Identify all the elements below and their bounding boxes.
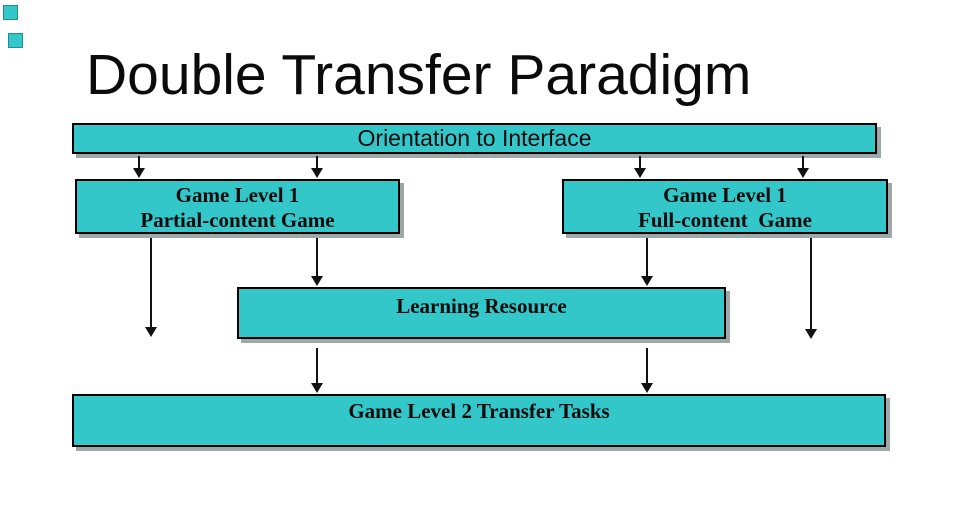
arrow-shaft	[316, 156, 318, 170]
arrow-head-icon	[641, 383, 653, 393]
flow-arrow-learning-to-transfer-left	[310, 348, 324, 393]
arrow-head-icon	[641, 276, 653, 286]
flow-arrow-partial-to-learning	[310, 238, 324, 286]
arrow-head-icon	[311, 276, 323, 286]
flow-arrow-full-outer-long	[804, 238, 818, 339]
decor-square-bottom-icon	[8, 33, 23, 48]
arrow-shaft	[639, 156, 641, 170]
flow-arrow-partial-outer-long	[144, 238, 158, 337]
box-game-level1-full: Game Level 1 Full-content Game	[562, 179, 888, 234]
arrow-head-icon	[145, 327, 157, 337]
box-transfer-label: Game Level 2 Transfer Tasks	[348, 399, 610, 423]
box-orientation-to-interface: Orientation to Interface	[72, 123, 877, 154]
arrow-shaft	[150, 238, 152, 329]
box-game-left-line1: Game Level 1	[175, 183, 300, 207]
arrow-shaft	[316, 238, 318, 278]
arrow-head-icon	[311, 383, 323, 393]
flow-arrow-orientation-to-partial-left	[132, 156, 146, 178]
box-learning-label: Learning Resource	[396, 294, 567, 318]
flow-arrow-full-to-learning	[640, 238, 654, 286]
box-game-right-line1: Game Level 1	[663, 183, 787, 207]
arrow-head-icon	[797, 168, 809, 178]
arrow-head-icon	[805, 329, 817, 339]
arrow-shaft	[810, 238, 812, 331]
arrow-head-icon	[133, 168, 145, 178]
flow-arrow-orientation-to-full-right	[796, 156, 810, 178]
arrow-head-icon	[634, 168, 646, 178]
box-orientation-label: Orientation to Interface	[357, 125, 592, 151]
decor-square-top-icon	[3, 5, 18, 20]
flow-arrow-orientation-to-partial-right	[310, 156, 324, 178]
arrow-shaft	[802, 156, 804, 170]
box-game-level1-partial: Game Level 1 Partial-content Game	[75, 179, 400, 234]
arrow-shaft	[316, 348, 318, 385]
box-game-left-line2: Partial-content Game	[140, 208, 335, 232]
flow-arrow-orientation-to-full-left	[633, 156, 647, 178]
arrow-shaft	[646, 238, 648, 278]
arrow-shaft	[138, 156, 140, 170]
arrow-shaft	[646, 348, 648, 385]
box-game-right-line2: Full-content Game	[638, 208, 812, 232]
flow-arrow-learning-to-transfer-right	[640, 348, 654, 393]
arrow-head-icon	[311, 168, 323, 178]
box-learning-resource: Learning Resource	[237, 287, 726, 339]
slide-title: Double Transfer Paradigm	[86, 43, 752, 107]
box-game-level2-transfer-tasks: Game Level 2 Transfer Tasks	[72, 394, 886, 447]
